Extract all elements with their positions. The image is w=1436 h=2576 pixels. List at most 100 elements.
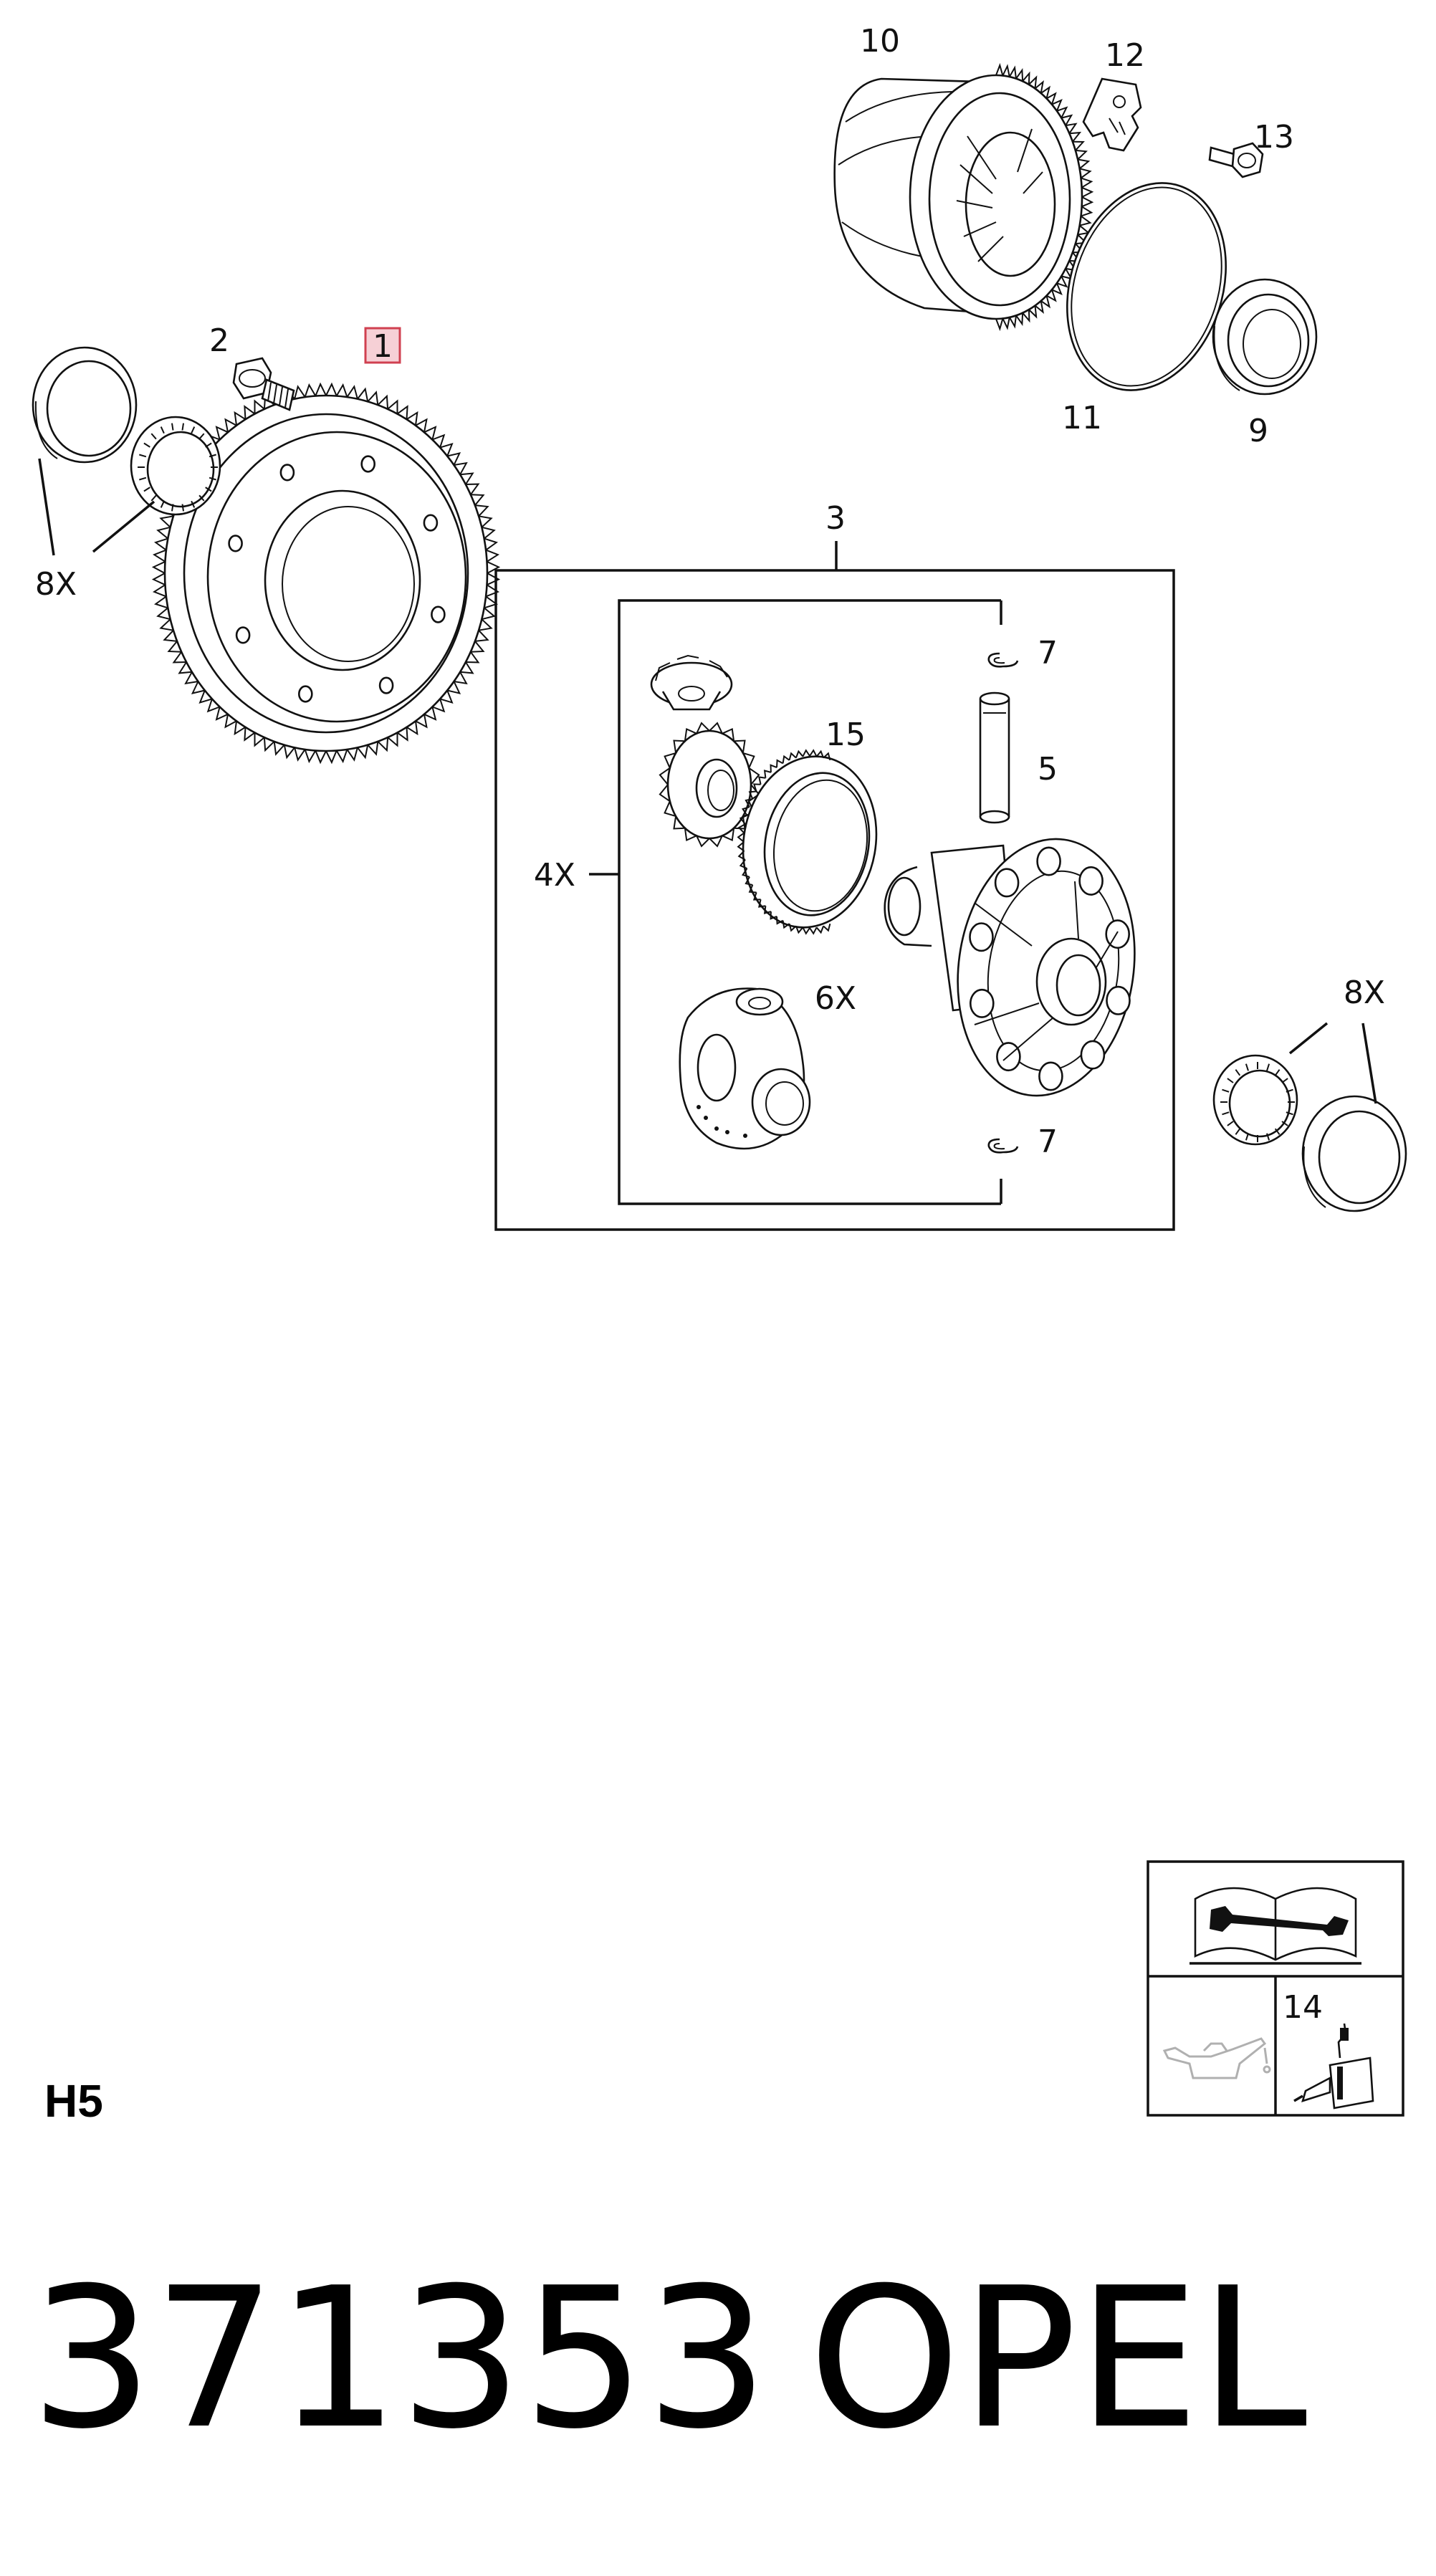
gear-tooth <box>234 411 246 426</box>
differential-spider[interactable] <box>679 987 811 1150</box>
gear-tooth <box>478 618 493 631</box>
gear-tooth <box>1008 65 1017 79</box>
gear-tooth <box>205 487 212 492</box>
gear-tooth <box>1022 71 1030 85</box>
gear-tooth <box>171 504 174 512</box>
gear-tooth <box>995 318 1004 332</box>
gear-tooth <box>782 755 790 764</box>
gear-tooth <box>770 764 777 772</box>
gear-tooth <box>143 442 150 448</box>
circlip-part-7-bottom[interactable] <box>987 1138 1019 1154</box>
ring-gear-part-1[interactable] <box>151 382 501 765</box>
gear-tooth <box>722 828 735 841</box>
gear-tooth <box>423 426 437 440</box>
gear-tooth <box>152 584 167 598</box>
bolt-hole <box>431 605 446 623</box>
gear-tooth <box>1245 1133 1249 1141</box>
gear-tooth <box>1079 168 1092 179</box>
gear-tooth <box>474 630 489 642</box>
gear-tooth <box>1028 75 1038 89</box>
gear-tooth <box>722 728 735 742</box>
gear-tooth <box>139 477 147 481</box>
bolt-hole <box>378 676 394 694</box>
differential-housing-part-10[interactable] <box>833 62 1094 332</box>
gear-tooth <box>325 382 338 396</box>
bolt-hole <box>1105 919 1130 949</box>
circlip-part-7-top[interactable] <box>987 652 1019 668</box>
gear-tooth <box>1281 1121 1288 1126</box>
gear-tooth <box>304 749 317 764</box>
gear-tooth <box>367 391 379 406</box>
gear-tooth <box>487 573 501 586</box>
callout-1: 1 <box>373 328 393 365</box>
gear-tooth <box>1069 131 1082 143</box>
bolt-hole <box>360 455 376 473</box>
side-gear[interactable] <box>659 722 760 848</box>
gear-tooth <box>788 752 797 761</box>
gear-tooth <box>160 426 165 434</box>
gear-tooth <box>673 815 685 830</box>
gear-tooth <box>1266 1063 1270 1071</box>
callout-4x: 4X <box>534 857 575 894</box>
gear-tooth <box>782 920 790 929</box>
gear-tooth <box>815 926 825 934</box>
gear-tooth <box>1281 1078 1288 1083</box>
pinion-gear-small[interactable] <box>650 654 733 711</box>
thrust-washer-part-15[interactable] <box>730 746 890 938</box>
gear-tooth <box>1015 67 1024 82</box>
gear-tooth <box>432 434 446 448</box>
gear-tooth <box>198 433 205 440</box>
gear-tooth <box>1274 1069 1281 1076</box>
bolt-hole <box>423 514 439 532</box>
gear-tooth <box>153 595 168 609</box>
gear-tooth <box>244 727 256 742</box>
gear-tooth <box>465 651 480 664</box>
gear-tooth <box>1034 300 1044 314</box>
gear-tooth <box>752 892 761 901</box>
gear-tooth <box>739 859 747 870</box>
bearing-part-9[interactable] <box>1212 278 1318 396</box>
bolt-part-2[interactable] <box>232 357 295 411</box>
bolt-hole <box>235 626 251 644</box>
bearing-cone-right[interactable] <box>1212 1054 1298 1146</box>
gear-tooth <box>470 494 485 506</box>
gear-tooth <box>215 707 229 721</box>
bearing-cup-right[interactable] <box>1301 1095 1407 1212</box>
gear-tooth <box>1286 1111 1293 1116</box>
bolt-hole <box>228 535 243 552</box>
gear-tooth <box>673 739 685 754</box>
gear-tooth <box>1081 206 1093 217</box>
pinion-shaft-part-5[interactable] <box>979 691 1010 824</box>
bolt-hole <box>970 988 995 1018</box>
gear-tooth <box>1075 149 1088 161</box>
gear-tooth <box>742 868 750 878</box>
gear-tooth <box>423 707 437 721</box>
bearing-cone-left[interactable] <box>130 416 221 516</box>
lock-plate-part-12[interactable] <box>1082 77 1142 152</box>
gear-tooth <box>152 549 167 562</box>
gear-tooth <box>745 798 753 808</box>
gear-tooth <box>474 504 489 517</box>
gear-tooth <box>1081 177 1093 188</box>
gear-tooth <box>191 500 196 508</box>
gear-tooth <box>156 526 171 540</box>
gear-tooth <box>1227 1121 1234 1126</box>
gear-tooth <box>396 727 408 742</box>
gear-tooth <box>482 607 496 621</box>
gear-tooth <box>198 690 213 704</box>
gear-tooth <box>709 722 723 734</box>
assembly-box-part-3 <box>494 541 1175 1231</box>
gear-tooth <box>795 926 804 934</box>
gear-tooth <box>1002 317 1010 330</box>
gear-tooth <box>776 759 784 768</box>
differential-case[interactable] <box>884 828 1151 1107</box>
gear-tooth <box>377 737 389 752</box>
gear-tooth <box>159 515 174 528</box>
gear-tooth <box>439 442 454 456</box>
adhesive-bottle-icon <box>1293 2023 1374 2110</box>
bolt-part-13[interactable] <box>1208 142 1264 178</box>
gear-tooth <box>346 747 358 762</box>
gear-tooth <box>1061 114 1073 126</box>
gear-tooth <box>659 784 671 803</box>
bearing-cup-left[interactable] <box>32 346 138 464</box>
